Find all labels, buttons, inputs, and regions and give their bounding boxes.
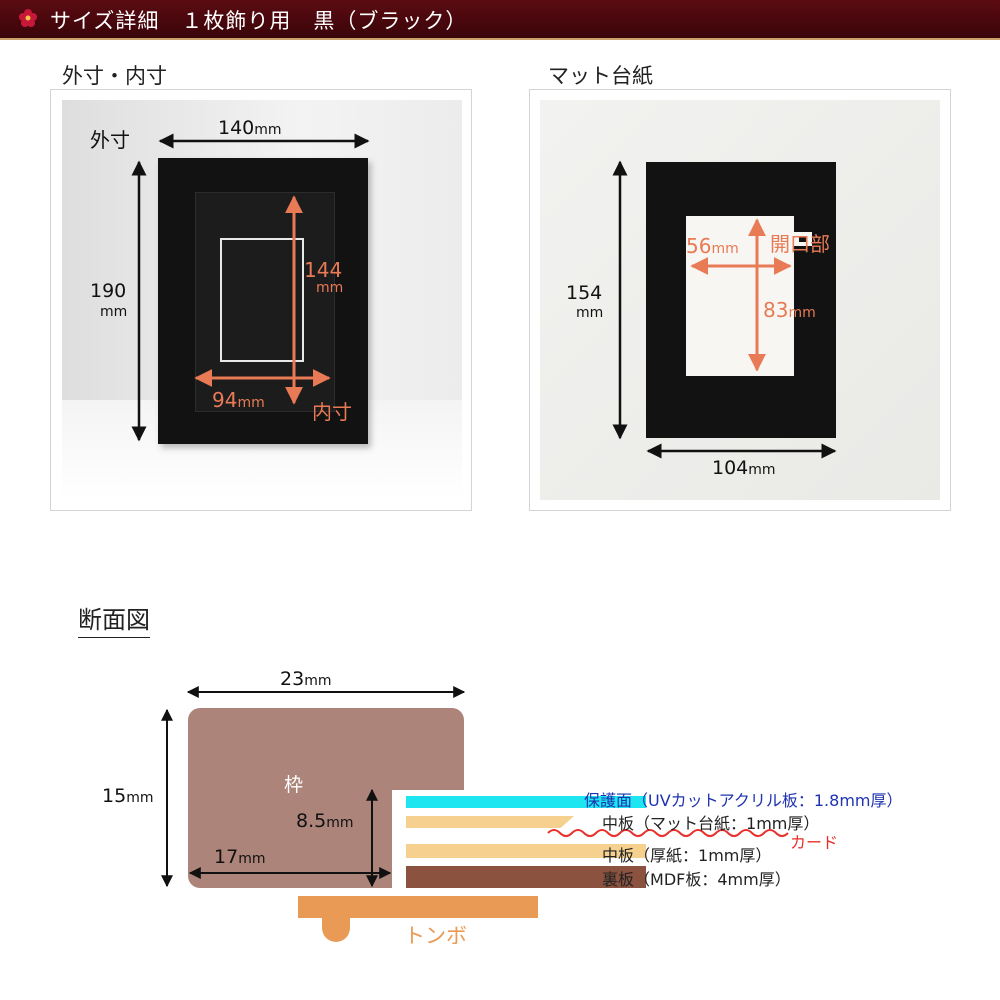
height-190-value: 190: [90, 280, 127, 302]
outer-inner-label: 外寸・内寸: [62, 64, 167, 88]
layer-cardboard-label: 中板（厚紙：1mm厚）: [602, 846, 772, 865]
card-label: カード: [790, 833, 839, 852]
inner-size-label: 内寸: [312, 400, 352, 424]
height-15-label: 15mm: [102, 785, 154, 807]
outer-size-label: 外寸: [90, 128, 130, 152]
mat-board-label: マット台紙: [548, 64, 653, 88]
page-title: サイズ詳細 １枚飾り用 黒（ブラック）: [50, 9, 468, 33]
stand-label: トンボ: [404, 924, 467, 948]
height-190-unit: mm: [100, 304, 128, 320]
open-height-83-label: 83mm: [763, 298, 816, 322]
open-width-56-label: 56mm: [686, 234, 739, 258]
stand-bar: [298, 896, 538, 918]
inner-opening: [220, 238, 304, 362]
height-154-value: 154: [566, 282, 603, 304]
frame-label: 枠: [284, 774, 304, 796]
mat-layer: [406, 816, 574, 828]
mat-notch-mark: [799, 236, 807, 242]
stand-foot: [322, 912, 350, 942]
width-104-label: 104mm: [712, 457, 776, 479]
layer-mat-label: 中板（マット台紙：1mm厚）: [602, 814, 820, 833]
header-bar: サイズ詳細 １枚飾り用 黒（ブラック）: [0, 0, 1000, 40]
layer-mdf-label: 裏板（MDF板：4mm厚）: [602, 870, 791, 889]
mat-opening: [686, 216, 794, 376]
width-23-label: 23mm: [280, 668, 332, 690]
height-154-unit: mm: [576, 305, 604, 321]
acrylic-layer: [406, 796, 646, 808]
inner-height-144-unit: mm: [316, 280, 344, 296]
mat-photo: [540, 100, 940, 500]
mdf-layer: [406, 866, 646, 888]
flower-icon: [19, 9, 37, 27]
width-140-label: 140mm: [218, 117, 282, 139]
inner-width-94-label: 94mm: [212, 388, 265, 412]
cardboard-layer: [406, 844, 646, 858]
depth-85-label: 8.5mm: [296, 810, 354, 832]
opening-label: 開口部: [770, 232, 830, 256]
frame-photo: [62, 100, 462, 500]
card-wave-line: [547, 829, 789, 837]
width-17-label: 17mm: [214, 846, 266, 868]
layer-acrylic-label: 保護面（UVカットアクリル板：1.8mm厚）: [584, 791, 903, 810]
inner-height-144-value: 144: [304, 258, 343, 282]
cross-section-title: 断面図: [78, 600, 150, 638]
